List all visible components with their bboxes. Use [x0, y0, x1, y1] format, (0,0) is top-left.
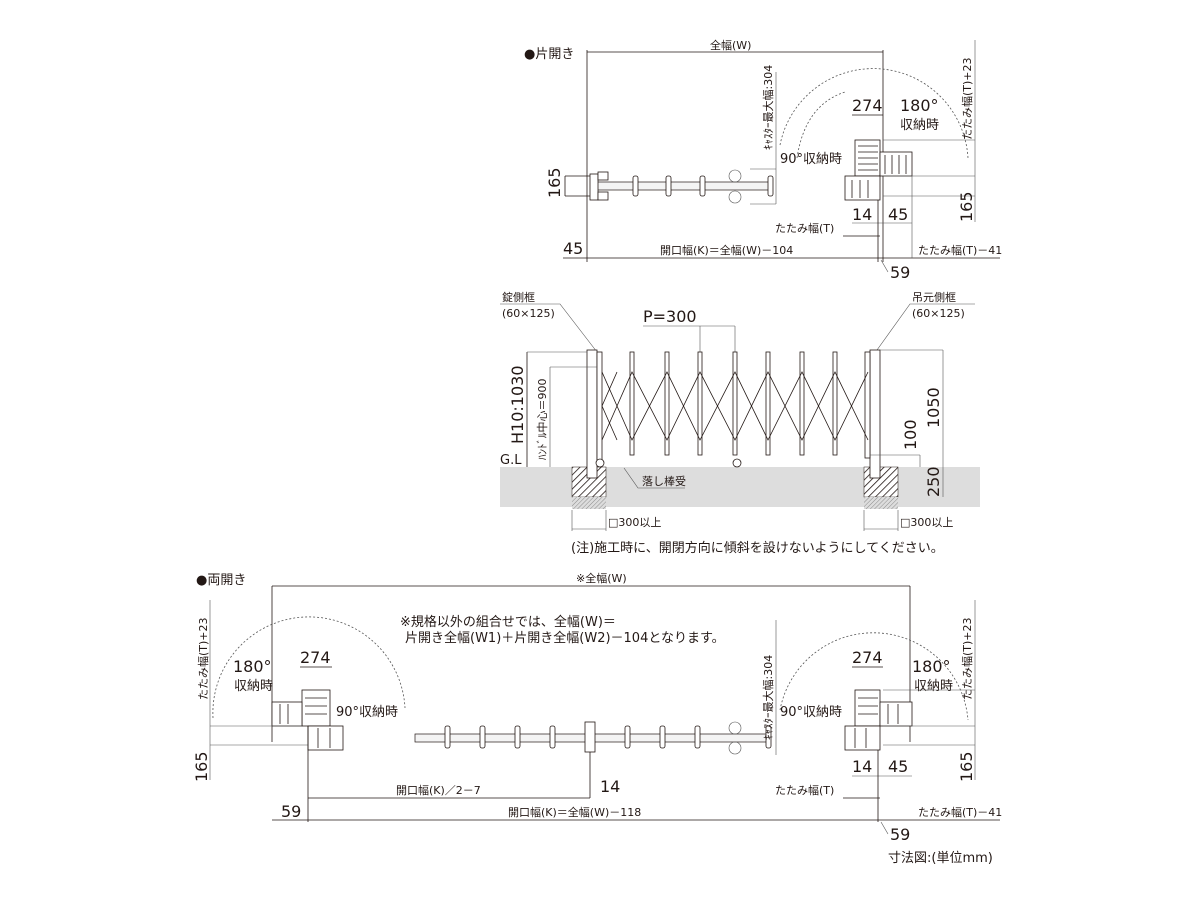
dim-250: 250 [924, 466, 943, 497]
folded-gate [844, 139, 913, 201]
single-274: 274 [852, 96, 883, 115]
double-14-right: 14 [852, 757, 872, 776]
single-fold-plus: たたみ幅(T)+23 [961, 57, 974, 140]
handle-center-label: ﾊﾝﾄﾞﾙ中心＝900 [536, 379, 549, 461]
double-full-width: ※全幅(W) [576, 571, 627, 585]
single-opening: 開口幅(K)＝全幅(W)－104 [660, 243, 793, 257]
double-stored-left: 収納時 [234, 679, 273, 694]
double-fold-plus-left: たたみ幅(T)+23 [197, 617, 210, 700]
unit-label: 寸法図:(単位mm) [888, 850, 993, 866]
gate-vertical-bars [629, 351, 838, 456]
lock-frame [596, 351, 603, 463]
caster-icon [728, 741, 742, 755]
single-fold-minus: たたみ幅(T)－41 [918, 244, 1002, 257]
hinge-post [869, 349, 881, 479]
lock-post [586, 349, 598, 479]
single-45: 45 [888, 205, 908, 224]
dim-1050: 1050 [924, 387, 943, 428]
double-fold-width: たたみ幅(T) [775, 784, 834, 797]
lock-frame-label: 錠側框 [502, 290, 535, 304]
half-opening-label: 開口幅(K)／2－7 [396, 784, 481, 797]
single-title: ●片開き [524, 47, 574, 62]
double-title: ●両開き [196, 573, 246, 588]
double-90-left: 90°収納時 [336, 705, 398, 720]
swing-arc-180 [779, 68, 969, 159]
caster-icon [595, 458, 605, 468]
single-90-stored: 90°収納時 [780, 152, 842, 167]
single-165-right: 165 [957, 191, 976, 222]
lock-frame-size: (60×125) [502, 307, 555, 320]
pitch-label: P=300 [643, 307, 697, 326]
single-caster-max: ｷｬｽﾀｰ最大幅:304 [761, 65, 775, 150]
single-fold-width: たたみ幅(T) [775, 222, 834, 235]
combination-note-1: ※規格以外の組合せでは、全幅(W)＝ [400, 614, 616, 630]
double-90-right: 90°収納時 [780, 705, 842, 720]
double-180-right: 180° [912, 657, 951, 676]
foundation-right [863, 466, 899, 498]
combination-note-2: 片開き全幅(W1)＋片開き全幅(W2)－104となります。 [405, 630, 725, 646]
double-165-right: 165 [957, 751, 976, 782]
double-180-left: 180° [233, 657, 272, 676]
double-59-left: 59 [281, 802, 301, 821]
single-180: 180° [900, 96, 939, 115]
single-45-left: 45 [563, 239, 583, 258]
hinge-frame-label: 吊元側框 [912, 291, 956, 304]
single-165-left: 165 [545, 167, 564, 198]
double-14-center: 14 [600, 777, 620, 796]
swing-arc-left [212, 616, 406, 719]
elevation-view: 錠側框 (60×125) P=300 吊元側框 (60×125) H10:103… [500, 290, 980, 556]
double-stored-right: 収納時 [914, 679, 953, 694]
double-274-left: 274 [300, 648, 331, 667]
double-gate-posts [444, 721, 772, 753]
single-stored: 収納時 [900, 118, 939, 133]
caster-icon [728, 169, 742, 183]
double-59-right: 59 [890, 825, 910, 844]
gl-label: G.L [500, 453, 522, 468]
single-swing-plan: ●片開き 全幅(W) 165 ｷｬｽﾀｰ最大幅:304 274 180° 収納時… [524, 38, 1002, 282]
double-165-left: 165 [192, 751, 211, 782]
folded-gate-left [271, 689, 344, 751]
swing-arc-right [779, 632, 969, 721]
folded-gate-right [844, 689, 913, 751]
foundation-left-label: □300以上 [608, 516, 661, 529]
caster-icon [732, 458, 742, 468]
double-caster-max: ｷｬｽﾀｰ最大幅:304 [761, 655, 775, 740]
height-label: H10:1030 [508, 366, 527, 445]
swing-arc-90 [796, 91, 846, 159]
double-opening: 開口幅(K)＝全幅(W)－118 [508, 805, 641, 819]
foundation-right-label: □300以上 [900, 516, 953, 529]
single-full-width-label: 全幅(W) [710, 38, 751, 52]
installation-note: (注)施工時に、開閉方向に傾斜を設けないようにしてください。 [571, 540, 944, 556]
foundation-base [572, 497, 606, 509]
hinge-frame-size: (60×125) [912, 307, 965, 320]
double-274-right: 274 [852, 648, 883, 667]
scissor-lattice [601, 371, 869, 441]
gate-posts [589, 171, 774, 201]
drop-rod-label: 落し棒受 [642, 474, 686, 488]
single-14: 14 [852, 205, 872, 224]
double-swing-plan: ●両開き ※全幅(W) ※規格以外の組合せでは、全幅(W)＝ 片開き全幅(W1)… [192, 571, 1002, 866]
hinge-frame [864, 351, 871, 459]
caster-icon [728, 190, 742, 204]
double-fold-plus-right: たたみ幅(T)+23 [961, 617, 974, 700]
dim-100: 100 [901, 419, 920, 450]
double-fold-minus: たたみ幅(T)－41 [918, 806, 1002, 819]
caster-icon [728, 721, 742, 735]
gate-bar [596, 181, 773, 191]
foundation-base [864, 497, 898, 509]
double-45-right: 45 [888, 757, 908, 776]
single-59: 59 [890, 263, 910, 282]
